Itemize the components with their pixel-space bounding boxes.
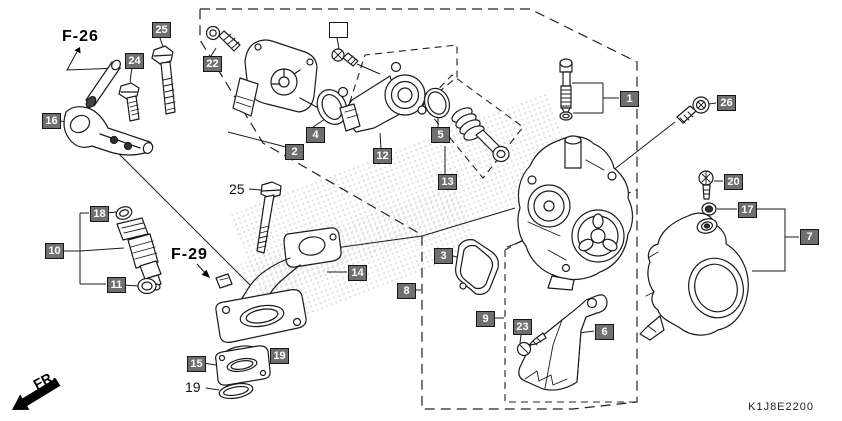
callout-15: 15 <box>187 356 206 372</box>
throttle-body-drawing <box>517 135 634 291</box>
f26-arrowhead <box>74 47 81 54</box>
callout-3: 3 <box>434 248 453 264</box>
part-1-drawing <box>559 58 573 121</box>
figure-ref-f26: F-26 <box>62 28 99 45</box>
callout-24: 24 <box>125 53 144 69</box>
callout-8: 8 <box>397 283 416 299</box>
part-15-drawing <box>215 345 271 386</box>
part-2-drawing <box>232 39 331 117</box>
figure-ref-f29: F-29 <box>171 246 208 263</box>
part-13-drawing <box>451 107 510 163</box>
part-12-drawing <box>339 61 427 133</box>
callout-blank-empty <box>329 22 348 38</box>
callout-26: 26 <box>717 95 736 111</box>
callout-20: 20 <box>724 174 743 190</box>
part-23-drawing <box>516 332 547 357</box>
callout-25-plain: 25 <box>229 181 245 197</box>
part-17-drawing <box>701 202 717 216</box>
callout-7: 7 <box>800 229 819 245</box>
part-16-drawing <box>63 59 154 156</box>
arrowheads <box>74 47 210 278</box>
callout-9: 9 <box>476 311 495 327</box>
outer-dashed-boundary <box>199 8 638 410</box>
part-26-drawing <box>676 96 710 124</box>
callout-10: 10 <box>45 243 64 259</box>
part-unnumbered-screw-drawing <box>331 48 359 67</box>
part-5-drawing <box>423 87 451 119</box>
callout-17: 17 <box>738 202 757 218</box>
spring-screw-dashed-box <box>422 74 524 179</box>
callout-6: 6 <box>595 324 614 340</box>
part-25-drawing <box>151 45 176 115</box>
callout-13: 13 <box>438 174 457 190</box>
part-7-drawing <box>639 212 749 341</box>
part-3-drawing <box>455 239 499 295</box>
f29-arrowhead <box>201 269 210 278</box>
part-19b-drawing <box>218 382 254 400</box>
callout-16: 16 <box>42 113 61 129</box>
part-22-drawing <box>205 25 241 52</box>
callout-18: 18 <box>90 206 109 222</box>
callout-14: 14 <box>348 265 367 281</box>
part-25b-drawing <box>256 181 282 254</box>
callout-1: 1 <box>620 91 639 107</box>
callout-5: 5 <box>431 127 450 143</box>
callout-4: 4 <box>306 127 325 143</box>
callout-19-plain: 19 <box>185 379 201 395</box>
callout-25: 25 <box>152 22 171 38</box>
callout-12: 12 <box>373 148 392 164</box>
part-11-drawing <box>137 277 157 295</box>
part-6-drawing <box>518 294 608 391</box>
diagram-code: K1J8E2200 <box>748 401 814 413</box>
part-4-drawing <box>316 86 349 125</box>
part-20-drawing <box>698 170 714 200</box>
part-14-drawing <box>215 227 342 343</box>
front-direction-arrow <box>12 378 61 410</box>
part-24-drawing <box>118 82 140 122</box>
callout-11: 11 <box>107 277 126 293</box>
callout-23: 23 <box>513 319 532 335</box>
callout-22: 22 <box>203 56 222 72</box>
callout-19: 19 <box>270 348 289 364</box>
part-18-drawing <box>115 206 133 220</box>
callout-2: 2 <box>285 144 304 160</box>
